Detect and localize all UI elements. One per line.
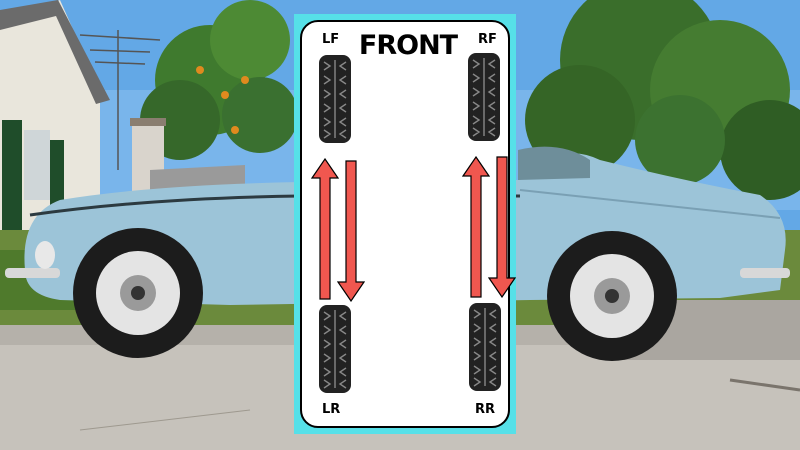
arrow-up-left-icon	[311, 158, 339, 300]
tire-rotation-panel: FRONT LF RF LR RR	[294, 14, 516, 434]
label-rr: RR	[475, 402, 496, 417]
arrow-up-right-icon	[462, 156, 490, 298]
tire-left-front-icon	[319, 55, 351, 143]
tire-right-rear-icon	[469, 303, 501, 391]
tree-left	[140, 0, 298, 160]
arrow-down-left-icon	[337, 160, 365, 302]
wheel-right	[547, 231, 677, 361]
label-lr: LR	[322, 402, 341, 417]
house	[0, 0, 245, 250]
label-rf: RF	[478, 32, 497, 47]
arrow-down-right-icon	[488, 156, 516, 298]
tire-left-rear-icon	[319, 305, 351, 393]
label-lf: LF	[322, 32, 340, 47]
tire-right-front-icon	[468, 53, 500, 141]
tv-antenna	[79, 30, 161, 170]
wheel-left	[73, 228, 203, 358]
front-label: FRONT	[358, 30, 458, 61]
rotation-diagram-card: FRONT LF RF LR RR	[300, 20, 516, 428]
tree-right	[525, 0, 800, 200]
